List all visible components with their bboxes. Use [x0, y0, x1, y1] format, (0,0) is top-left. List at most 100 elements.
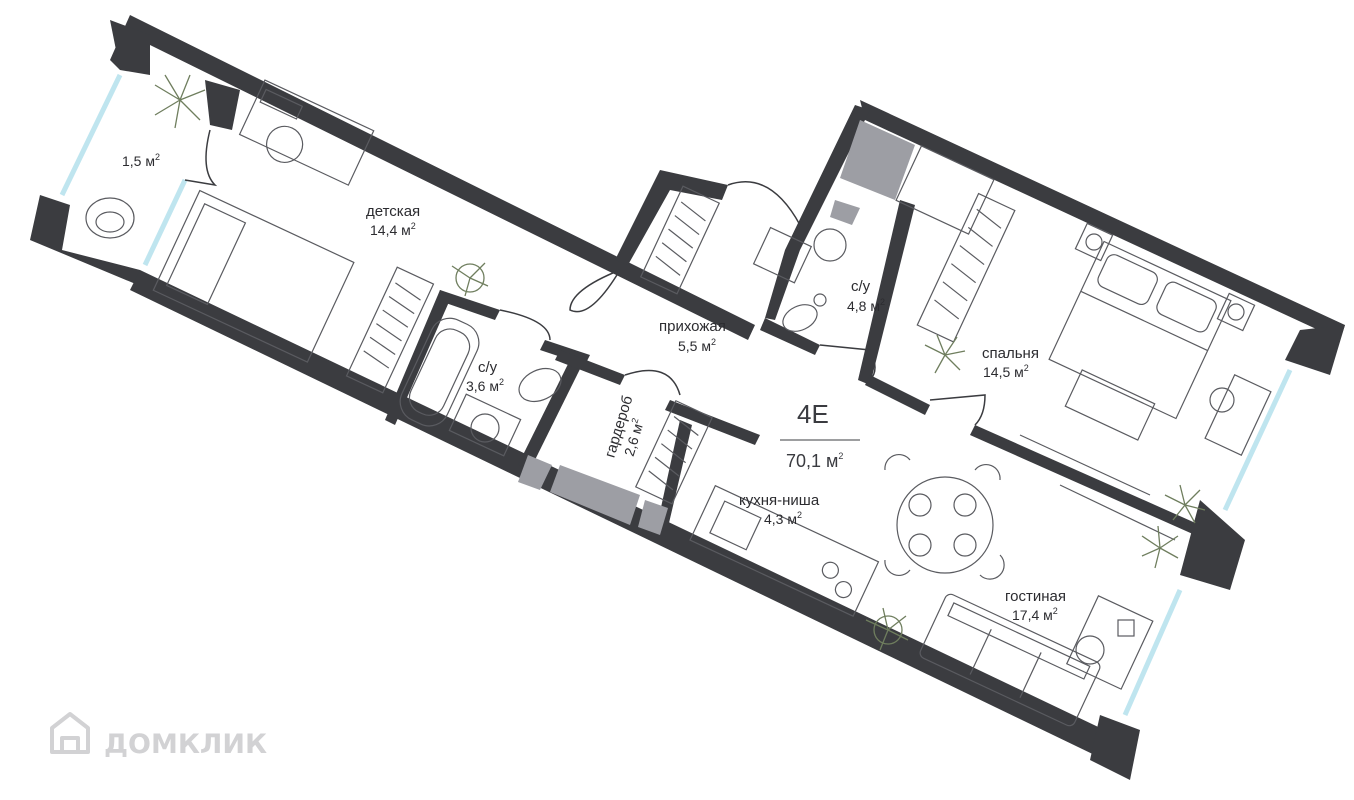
area-living: 17,4 м [1012, 607, 1053, 623]
wall-bottom-right [1090, 715, 1140, 780]
shaft-bottom-b [550, 465, 640, 525]
wall-right-corner [1285, 325, 1345, 375]
label-kids: детская 14,4 м2 [366, 203, 420, 238]
bathtub [399, 317, 480, 427]
wall-left-bottom [30, 195, 150, 290]
nightstand-left [1074, 222, 1114, 262]
wall-bath2-right [858, 200, 915, 385]
svg-text:5,5 м2: 5,5 м2 [678, 337, 716, 354]
plan-total-area: 70,1 м [786, 451, 838, 471]
svg-text:1,5 м2: 1,5 м2 [122, 152, 160, 169]
area-bedroom: 14,5 м [983, 364, 1024, 380]
hall-wardrobe [639, 185, 721, 295]
label-hall: прихожая 5,5 м2 [659, 318, 726, 354]
label-balcony: 1,5 м2 [122, 152, 160, 169]
name-kids: детская [366, 203, 420, 220]
door-wardrobe [624, 369, 681, 396]
room-labels: 1,5 м2 детская 14,4 м2 с/у 3,6 м2 прихож… [122, 152, 1066, 623]
plant-living-b [1141, 525, 1179, 569]
shafts [518, 120, 915, 535]
label-bath1: с/у 3,6 м2 [466, 359, 504, 394]
name-bath2: с/у [851, 278, 871, 295]
bath2-toilet [782, 304, 818, 332]
kids-desk [238, 79, 375, 186]
label-living: гостиная 17,4 м2 [1005, 588, 1066, 623]
area-hall: 5,5 м [678, 338, 711, 354]
label-wardrobe: гардероб 2,6 м2 [602, 394, 646, 460]
kids-wardrobe [345, 266, 435, 394]
name-living: гостиная [1005, 588, 1066, 605]
area-kids: 14,4 м [370, 222, 411, 238]
watermark-house-icon [50, 712, 90, 754]
wall-bath1-top [437, 290, 500, 320]
area-bath1: 3,6 м [466, 378, 499, 394]
plant-living-c [865, 607, 909, 651]
svg-text:17,4 м2: 17,4 м2 [1012, 606, 1058, 623]
name-bath1: с/у [478, 359, 498, 376]
svg-text:3,6 м2: 3,6 м2 [466, 377, 504, 394]
wall-bed-bottom [865, 375, 930, 415]
kitchen-counter [689, 484, 880, 617]
door-bath1 [499, 309, 551, 341]
label-bedroom: спальня 14,5 м2 [982, 345, 1039, 380]
plant-living-a [1164, 484, 1206, 524]
dining-table [884, 453, 1005, 580]
plan-badge: 4E 70,1 м2 [780, 399, 860, 471]
shaft-small [830, 200, 860, 225]
shaft-bottom-c [638, 500, 668, 535]
window-kids [142, 178, 188, 267]
wall-wardrobe-top [555, 350, 625, 385]
double-bed [1048, 240, 1232, 420]
wall-top-left [110, 15, 755, 340]
door-hall-entry [727, 181, 801, 226]
coffee-table [1065, 594, 1154, 690]
wall-bath2-left [765, 105, 870, 320]
watermark: ДОМКЛИК [50, 712, 267, 760]
kids-bed [152, 189, 355, 363]
area-bath2: 4,8 м [847, 298, 880, 314]
wall-left-top-stub [110, 20, 150, 75]
label-bath2: с/у 4,8 м2 [847, 278, 885, 314]
bedroom-wardrobe [916, 192, 1016, 343]
plants [154, 74, 1206, 651]
bath2-sink [813, 228, 847, 307]
bedroom-rug [1064, 369, 1156, 441]
area-balcony: 1,5 м [122, 153, 155, 169]
nightstand-right [1216, 292, 1256, 332]
plant-kids [451, 262, 489, 297]
balcony-chair [85, 197, 135, 239]
windows [59, 73, 1293, 717]
wall-pillar-balcony [205, 80, 240, 130]
shaft-bottom-a [518, 455, 552, 490]
area-kitchen: 4,3 м [764, 511, 797, 527]
svg-text:70,1 м2: 70,1 м2 [786, 451, 843, 471]
wall-right-mid [1180, 500, 1245, 590]
bath1-sink [448, 393, 522, 457]
door-bedroom [929, 394, 986, 426]
hall-rug [752, 226, 813, 284]
wall-top-right [860, 100, 1345, 340]
name-bedroom: спальня [982, 345, 1039, 362]
plant-balcony [154, 74, 206, 129]
shaft-top [840, 120, 915, 200]
door-bath2 [819, 344, 876, 381]
doors [184, 129, 986, 426]
bath2-shower [895, 145, 995, 235]
wardrobe-rack [634, 399, 713, 505]
door-balcony [184, 129, 218, 187]
window-balcony [59, 73, 123, 197]
plan-code: 4E [797, 399, 829, 429]
plant-bedroom [924, 334, 966, 374]
wall-wardrobe-left [518, 360, 582, 470]
wall-bath2-bottom [760, 318, 820, 355]
label-kitchen: кухня-ниша 4,3 м2 [739, 492, 820, 527]
furniture [85, 79, 1272, 727]
wall-bed-divider [970, 425, 1200, 535]
door-hall-left [569, 269, 621, 313]
watermark-text: ДОМКЛИК [104, 729, 267, 760]
svg-text:14,4 м2: 14,4 м2 [370, 221, 416, 238]
svg-text:4,8 м2: 4,8 м2 [847, 297, 885, 314]
tv-unit [1019, 434, 1176, 541]
name-hall: прихожая [659, 318, 726, 335]
